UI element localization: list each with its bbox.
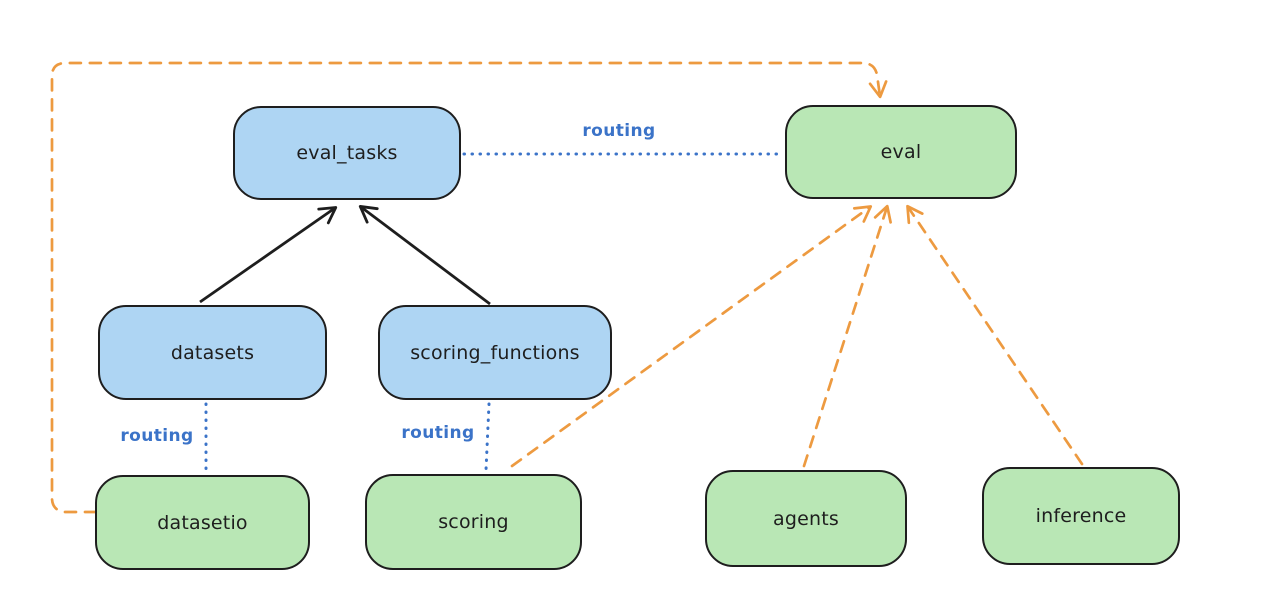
- node-scoring-functions: scoring_functions: [378, 305, 612, 400]
- node-agents: agents: [705, 470, 907, 567]
- node-eval: eval: [785, 105, 1017, 199]
- edge-routing-scoring-functions-to-scoring: [484, 402, 491, 472]
- node-inference: inference: [982, 467, 1180, 565]
- edge-datasets-to-eval-tasks: [199, 206, 338, 304]
- edge-agents-to-eval: [802, 204, 892, 468]
- node-scoring-label: scoring: [438, 511, 509, 533]
- node-scoring-functions-label: scoring_functions: [410, 341, 580, 364]
- node-datasetio-label: datasetio: [157, 511, 248, 534]
- node-inference-label: inference: [1035, 505, 1127, 527]
- node-datasets-label: datasets: [170, 341, 255, 364]
- edge-inference-to-eval: [906, 204, 1084, 466]
- node-scoring: scoring: [365, 474, 582, 570]
- node-eval-tasks: eval_tasks: [233, 106, 461, 200]
- edge-scoring-functions-to-eval-tasks: [358, 205, 491, 306]
- routing-label-eval-tasks-eval: routing: [582, 121, 656, 141]
- routing-label-scoring-functions-scoring: routing: [401, 423, 475, 443]
- node-datasets: datasets: [98, 305, 327, 400]
- node-eval-tasks-label: eval_tasks: [296, 142, 398, 164]
- node-eval-label: eval: [880, 141, 922, 163]
- routing-label-datasets-datasetio: routing: [120, 426, 194, 446]
- node-agents-label: agents: [773, 507, 839, 530]
- node-datasetio: datasetio: [95, 475, 310, 570]
